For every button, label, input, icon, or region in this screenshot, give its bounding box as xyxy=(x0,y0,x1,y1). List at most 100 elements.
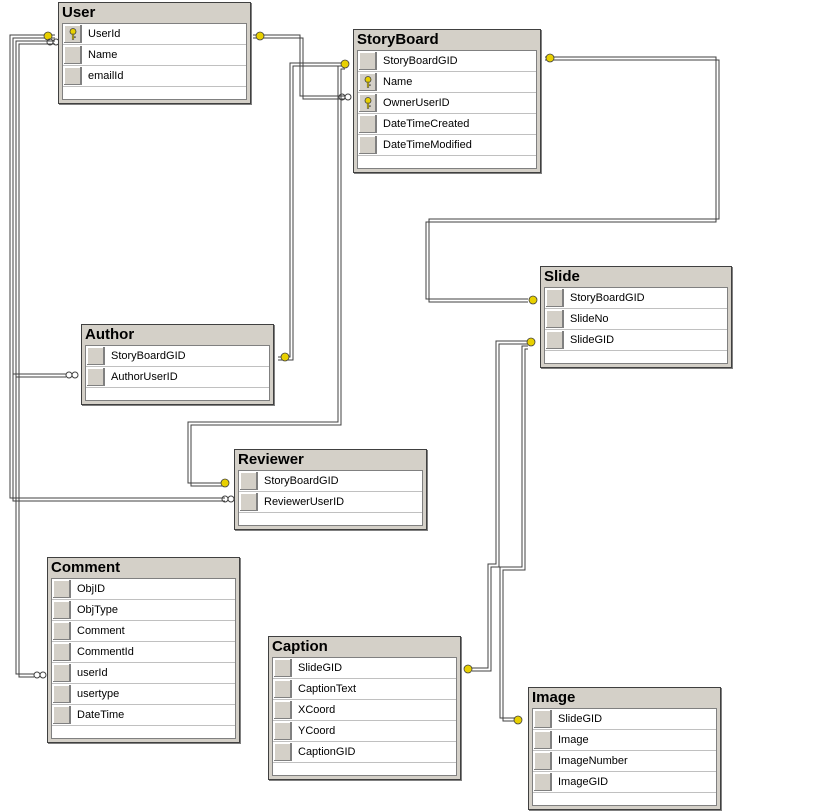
row-selector[interactable] xyxy=(86,368,105,386)
key-end-icon xyxy=(528,295,538,305)
row-selector[interactable] xyxy=(358,115,377,133)
column-list: StoryBoardGID AuthorUserID xyxy=(85,345,270,401)
column-row[interactable]: CaptionText xyxy=(273,679,456,700)
column-row[interactable]: usertype xyxy=(52,684,235,705)
row-selector[interactable] xyxy=(273,680,292,698)
column-row[interactable]: StoryBoardGID xyxy=(358,51,536,72)
row-selector[interactable] xyxy=(52,685,71,703)
column-name: ObjType xyxy=(77,604,118,616)
column-row[interactable]: Name xyxy=(358,72,536,93)
key-end-icon xyxy=(340,59,350,69)
row-selector[interactable] xyxy=(533,773,552,791)
column-row[interactable]: DateTimeCreated xyxy=(358,114,536,135)
row-selector[interactable] xyxy=(358,52,377,70)
column-row[interactable]: CaptionGID xyxy=(273,742,456,763)
primary-key-icon[interactable] xyxy=(63,25,82,43)
column-row[interactable]: YCoord xyxy=(273,721,456,742)
column-name: CaptionText xyxy=(298,683,357,695)
row-selector[interactable] xyxy=(52,643,71,661)
column-name: Comment xyxy=(77,625,125,637)
column-row[interactable]: SlideNo xyxy=(545,309,727,330)
column-row[interactable]: StoryBoardGID xyxy=(545,288,727,309)
column-row[interactable]: Comment xyxy=(52,621,235,642)
row-selector[interactable] xyxy=(239,493,258,511)
column-row[interactable]: SlideGID xyxy=(273,658,456,679)
column-name: DateTimeModified xyxy=(383,139,472,151)
row-selector[interactable] xyxy=(533,731,552,749)
column-row[interactable]: UserId xyxy=(63,24,246,45)
column-row[interactable]: AuthorUserID xyxy=(86,367,269,388)
empty-row xyxy=(358,156,536,168)
column-row[interactable]: OwnerUserID xyxy=(358,93,536,114)
row-selector[interactable] xyxy=(533,752,552,770)
row-selector[interactable] xyxy=(358,136,377,154)
row-selector[interactable] xyxy=(545,331,564,349)
rel-storyboard-author xyxy=(278,62,345,358)
table-title[interactable]: Author xyxy=(82,325,273,345)
column-row[interactable]: DateTime xyxy=(52,705,235,726)
row-selector[interactable] xyxy=(273,659,292,677)
column-row[interactable]: StoryBoardGID xyxy=(239,471,422,492)
column-name: SlideGID xyxy=(570,334,615,346)
primary-key-icon[interactable] xyxy=(358,73,377,91)
column-row[interactable]: ImageGID xyxy=(533,772,716,793)
row-selector[interactable] xyxy=(239,472,258,490)
table-title[interactable]: StoryBoard xyxy=(354,30,540,50)
column-row[interactable]: ObjID xyxy=(52,579,235,600)
row-selector[interactable] xyxy=(63,46,82,64)
row-selector[interactable] xyxy=(52,601,71,619)
table-title[interactable]: Slide xyxy=(541,267,731,287)
row-selector[interactable] xyxy=(273,743,292,761)
row-selector[interactable] xyxy=(52,580,71,598)
table-reviewer[interactable]: Reviewer StoryBoardGID ReviewerUserID xyxy=(234,449,427,530)
column-name: StoryBoardGID xyxy=(264,475,339,487)
column-row[interactable]: userId xyxy=(52,663,235,684)
rel-slide-image xyxy=(499,345,528,719)
row-selector[interactable] xyxy=(273,701,292,719)
rel-user-author xyxy=(9,34,225,499)
column-row[interactable]: ObjType xyxy=(52,600,235,621)
column-name: CommentId xyxy=(77,646,134,658)
row-selector[interactable] xyxy=(52,664,71,682)
rel-user-comment xyxy=(15,40,55,675)
row-selector[interactable] xyxy=(545,310,564,328)
row-selector[interactable] xyxy=(52,706,71,724)
table-author[interactable]: Author StoryBoardGID AuthorUserID xyxy=(81,324,274,405)
empty-row xyxy=(239,513,422,525)
column-row[interactable]: ReviewerUserID xyxy=(239,492,422,513)
table-title[interactable]: Caption xyxy=(269,637,460,657)
column-name: SlideGID xyxy=(298,662,343,674)
row-selector[interactable] xyxy=(86,347,105,365)
key-end-icon xyxy=(545,53,555,63)
column-row[interactable]: DateTimeModified xyxy=(358,135,536,156)
column-row[interactable]: Name xyxy=(63,45,246,66)
table-title[interactable]: User xyxy=(59,3,250,23)
column-row[interactable]: SlideGID xyxy=(533,709,716,730)
column-name: CaptionGID xyxy=(298,746,356,758)
row-selector[interactable] xyxy=(273,722,292,740)
column-row[interactable]: XCoord xyxy=(273,700,456,721)
primary-key-icon[interactable] xyxy=(358,94,377,112)
row-selector[interactable] xyxy=(533,710,552,728)
row-selector[interactable] xyxy=(52,622,71,640)
column-name: AuthorUserID xyxy=(111,371,178,383)
column-row[interactable]: CommentId xyxy=(52,642,235,663)
column-row[interactable]: SlideGID xyxy=(545,330,727,351)
table-title[interactable]: Comment xyxy=(48,558,239,578)
column-row[interactable]: ImageNumber xyxy=(533,751,716,772)
table-title[interactable]: Reviewer xyxy=(235,450,426,470)
column-row[interactable]: StoryBoardGID xyxy=(86,346,269,367)
row-selector[interactable] xyxy=(63,67,82,85)
table-title[interactable]: Image xyxy=(529,688,720,708)
row-selector[interactable] xyxy=(545,289,564,307)
column-row[interactable]: Image xyxy=(533,730,716,751)
column-row[interactable]: emailId xyxy=(63,66,246,87)
